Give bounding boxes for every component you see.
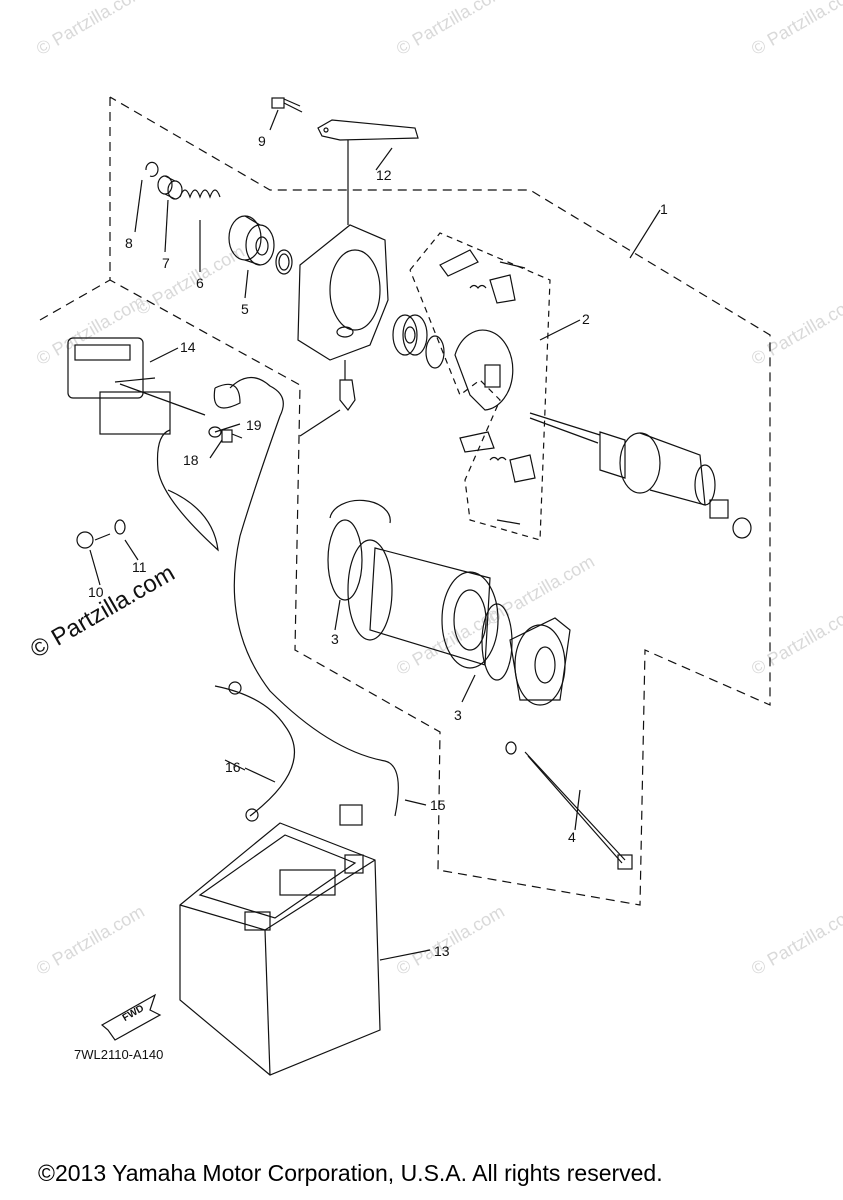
o-ring-washer bbox=[275, 249, 293, 275]
washer-part-19 bbox=[208, 426, 222, 438]
armature bbox=[529, 412, 752, 539]
bolt-part-9 bbox=[271, 97, 303, 113]
starter-relay-part-14 bbox=[67, 337, 206, 435]
diagram-code: 7WL2110-A140 bbox=[74, 1047, 164, 1062]
callout-1: 1 bbox=[660, 201, 668, 217]
callout-6: 6 bbox=[196, 275, 204, 291]
collar-part-7 bbox=[157, 175, 183, 200]
circlip-part-8 bbox=[145, 161, 159, 177]
callout-11: 11 bbox=[132, 559, 147, 575]
harness-lead bbox=[156, 429, 219, 552]
callout-3: 3 bbox=[454, 707, 462, 723]
callout-7: 7 bbox=[162, 255, 170, 271]
through-bolt-part-4 bbox=[505, 741, 633, 870]
front-cover bbox=[297, 224, 389, 412]
brush-holder bbox=[439, 249, 536, 525]
harness-boundary bbox=[39, 279, 111, 321]
screw-part-10 bbox=[76, 531, 111, 549]
bearing bbox=[392, 314, 428, 356]
callout-9: 9 bbox=[258, 133, 266, 149]
callout-13: 13 bbox=[434, 943, 450, 959]
callout-14: 14 bbox=[180, 339, 196, 355]
lead-plate-part-12 bbox=[317, 119, 419, 141]
callout-10: 10 bbox=[88, 584, 104, 600]
callout-12: 12 bbox=[376, 167, 392, 183]
o-ring bbox=[425, 335, 445, 369]
cable-connector bbox=[339, 804, 363, 826]
o-ring-rear bbox=[481, 603, 513, 681]
assembly-boundary bbox=[109, 96, 771, 906]
pinion-gear-part-5 bbox=[228, 215, 275, 266]
battery-ground-cable bbox=[214, 685, 295, 817]
callout-5: 5 bbox=[241, 301, 249, 317]
bolt-part-18 bbox=[221, 429, 243, 443]
rear-cover bbox=[509, 617, 571, 706]
copyright-notice: ©2013 Yamaha Motor Corporation, U.S.A. A… bbox=[38, 1160, 663, 1186]
callout-16: 16 bbox=[225, 759, 241, 775]
washer-part-11 bbox=[114, 519, 126, 535]
battery-part-13 bbox=[179, 822, 381, 1076]
callout-8: 8 bbox=[125, 235, 133, 251]
callout-3: 3 bbox=[331, 631, 339, 647]
callout-15: 15 bbox=[430, 797, 446, 813]
starter-cable-terminal bbox=[213, 383, 241, 409]
callout-19: 19 bbox=[246, 417, 262, 433]
yoke bbox=[327, 499, 499, 669]
spring-part-6 bbox=[179, 189, 221, 199]
starter-cable bbox=[229, 376, 399, 817]
callout-18: 18 bbox=[183, 452, 199, 468]
callout-4: 4 bbox=[568, 829, 576, 845]
brush-subassembly-boundary bbox=[409, 232, 551, 541]
fwd-arrow-icon bbox=[100, 993, 162, 1041]
callout-2: 2 bbox=[582, 311, 590, 327]
